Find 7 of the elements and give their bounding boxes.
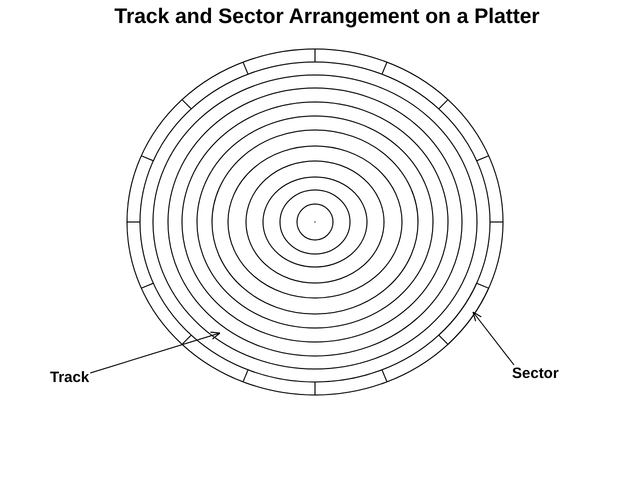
part-label: Track [50,369,90,386]
sector-segment [438,282,490,345]
leader-line [90,332,221,374]
diagram-title: Track and Sector Arrangement on a Platter [114,5,540,29]
part-label: Sector [512,365,559,382]
track-ring [152,74,478,370]
leader-line [472,311,514,366]
